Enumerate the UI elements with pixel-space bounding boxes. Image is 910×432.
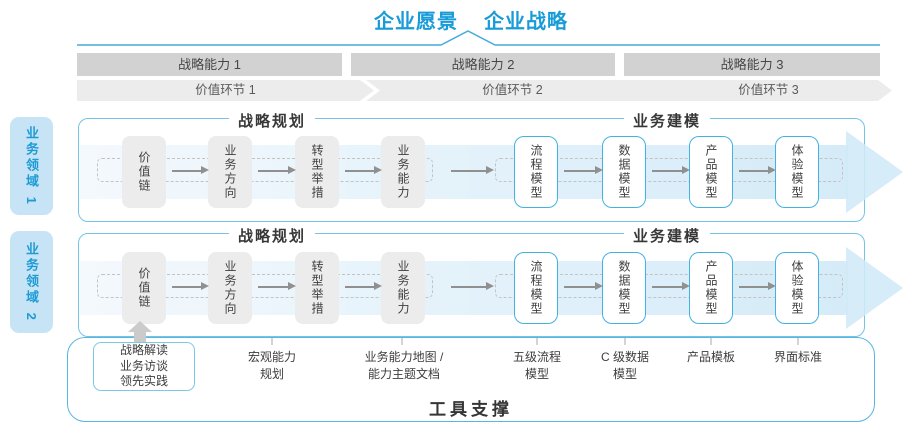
right-arrow-icon [564,167,603,174]
planning-header: 战略规划 [228,110,316,131]
practice-line: 战略解读 [119,343,168,358]
flow-box-value-chain: 价值链 [122,136,166,208]
capability-bar-3: 战略能力 3 [624,53,880,76]
flow-box-process-model: 流程模型 [514,136,558,208]
annotation-ui-standard: 界面标准 [773,350,823,364]
dashed-group-planning [97,274,433,298]
flow-box-product-model: 产品模型 [689,136,733,208]
flow-box-data-model: 数据模型 [602,136,646,208]
right-arrow-icon [345,167,382,174]
up-arrow-icon [134,331,146,344]
value-link-chevron-2: 价值环节 2 [366,80,653,101]
business-domain-label-2: 业务领域 2 [10,231,53,333]
right-arrow-icon [345,283,382,290]
flow-box-business-direction: 业务方向 [208,252,252,324]
annotation-capability-map: 业务能力地图 / 能力主题文档 [364,350,444,381]
vision-title: 企业愿景 [374,11,458,33]
right-arrow-icon [451,283,494,290]
flow-box-experience-model: 体验模型 [775,136,819,208]
capability-bar-2: 战略能力 2 [351,53,615,76]
big-right-arrow-icon [846,247,903,329]
flow-box-value-chain: 价值链 [122,252,166,324]
right-arrow-icon [451,167,494,174]
flow-box-business-direction: 业务方向 [208,136,252,208]
modeling-header: 业务建模 [623,110,711,131]
value-link-chevron-3: 价值环节 3 [639,80,892,101]
flow-box-data-model: 数据模型 [602,252,646,324]
capability-bar-1: 战略能力 1 [77,53,342,76]
page-title: 企业愿景 企业战略 [374,5,568,34]
right-arrow-icon [258,283,296,290]
right-arrow-icon [172,283,209,290]
right-arrow-icon [258,167,296,174]
right-arrow-icon [652,283,690,290]
annotation-product-template: 产品模板 [686,350,736,364]
flow-box-process-model: 流程模型 [514,252,558,324]
strategy-title: 企业战略 [484,11,568,33]
practice-annotation-box: 战略解读 业务访谈 领先实践 [93,342,195,391]
dashed-group-planning [97,158,433,182]
annotation-macro-capability: 宏观能力 规划 [247,350,297,381]
right-arrow-icon [739,167,776,174]
flow-box-product-model: 产品模型 [689,252,733,324]
dashed-group-modeling [495,274,843,298]
tool-support-label: 工具支撑 [429,400,513,419]
tool-support-container [67,337,875,422]
right-arrow-icon [564,283,603,290]
big-right-arrow-icon [846,131,903,213]
flow-box-transformation: 转型举措 [295,252,339,324]
flow-box-transformation: 转型举措 [295,136,339,208]
right-arrow-icon [739,283,776,290]
business-domain-label-1: 业务领域 1 [10,117,53,215]
practice-line: 业务访谈 [119,358,168,373]
flow-box-experience-model: 体验模型 [775,252,819,324]
dashed-group-modeling [495,158,843,182]
annotation-data-model: C 级数据 模型 [600,350,650,381]
up-arrow-icon [128,321,152,332]
planning-header: 战略规划 [228,225,316,246]
right-arrow-icon [172,167,209,174]
right-arrow-icon [652,167,690,174]
value-link-chevron-1: 价值环节 1 [77,80,374,101]
flow-box-business-capability: 业务能力 [381,252,425,324]
practice-line: 领先实践 [119,374,168,389]
modeling-header: 业务建模 [623,225,711,246]
annotation-process-model: 五级流程 模型 [512,350,562,381]
flow-box-business-capability: 业务能力 [381,136,425,208]
